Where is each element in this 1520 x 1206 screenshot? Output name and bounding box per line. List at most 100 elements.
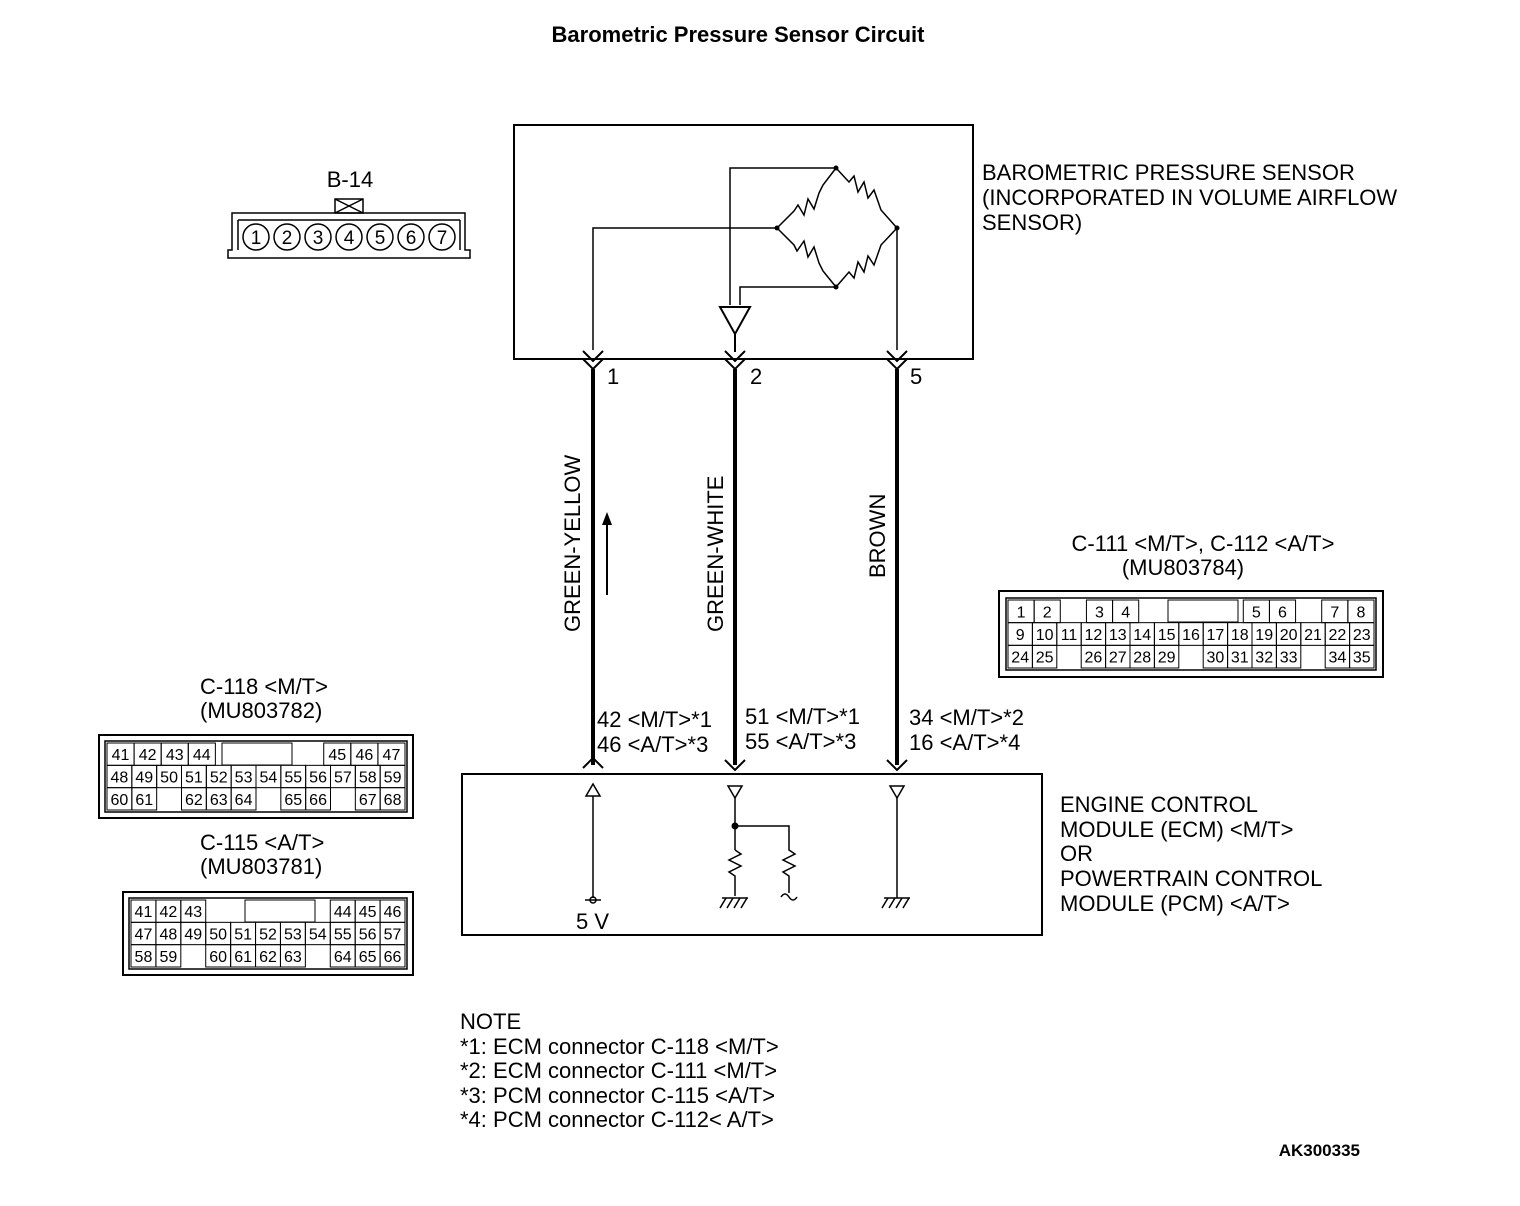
c111-pin-label: 10	[1036, 627, 1054, 644]
c115-pin-label: 61	[234, 949, 252, 966]
sensor-box	[513, 124, 974, 360]
c118-pin-label: 49	[135, 770, 153, 787]
c118-pin-label: 47	[383, 747, 401, 764]
c115-pin-label: 58	[135, 949, 153, 966]
c118-pin-label: 50	[160, 770, 178, 787]
note-line-2: *2: ECM connector C-111 <M/T>	[460, 1058, 777, 1083]
c118-pin-label: 61	[135, 792, 153, 809]
barometric-pressure-sensor: BAROMETRIC PRESSURE SENSOR (INCORPORATED…	[513, 124, 1397, 360]
ecm-pin-br-line2: 16 <A/T>*4	[909, 730, 1020, 755]
c118-pin-label: 63	[210, 792, 228, 809]
ecm-label-line2: MODULE (ECM) <M/T>	[1060, 817, 1293, 842]
c111-pin-label: 27	[1109, 650, 1127, 667]
b14-pin-label: 3	[313, 228, 324, 249]
c118-cell-61	[131, 787, 158, 811]
note-line-3: *3: PCM connector C-115 <A/T>	[460, 1083, 775, 1108]
c115-pin-label: 49	[184, 927, 202, 944]
sensor-bridge-circuit	[592, 167, 898, 350]
ecm-label-line1: ENGINE CONTROL	[1060, 792, 1258, 817]
c111-pin-label: 3	[1095, 604, 1104, 621]
c118-pin-label: 62	[185, 792, 203, 809]
sensor-label-line1: BAROMETRIC PRESSURE SENSOR	[982, 160, 1355, 185]
c111-pin-label: 8	[1356, 604, 1365, 621]
ecm-pin-gy-line2: 46 <A/T>*3	[597, 732, 708, 757]
c115-pin-label: 55	[334, 927, 352, 944]
sensor-pin-1: 1	[607, 364, 619, 389]
c118-pin-label: 64	[235, 792, 253, 809]
sensor-label-line3: SENSOR)	[982, 210, 1082, 235]
c111-cell-29	[1153, 644, 1180, 669]
connector-key-block	[1167, 599, 1239, 623]
c118-pin-label: 51	[185, 770, 203, 787]
c118-pin-label: 46	[355, 747, 373, 764]
c111-cell-25	[1031, 644, 1058, 669]
connector-c111-name: C-111 <M/T>, C-112 <A/T>	[1072, 531, 1335, 556]
c118-pin-label: 53	[235, 770, 253, 787]
c111-pin-label: 17	[1207, 627, 1225, 644]
figure-code: AK300335	[1279, 1141, 1360, 1160]
c118-pin-label: 56	[309, 770, 327, 787]
b14-pin-2	[273, 223, 301, 251]
c115-pin-label: 44	[334, 904, 352, 921]
c118-pin-label: 65	[284, 792, 302, 809]
c118-pin-label: 48	[111, 770, 129, 787]
c111-pin-label: 5	[1252, 604, 1261, 621]
c118-pin-label: 59	[384, 770, 402, 787]
c111-pin-label: 16	[1182, 627, 1200, 644]
note-block: NOTE *1: ECM connector C-118 <M/T> *2: E…	[460, 1009, 779, 1132]
engine-control-module: 5 V ENGINE CONTROL MODULE (ECM)	[461, 773, 1322, 936]
ecm-label-line4: POWERTRAIN CONTROL	[1060, 866, 1322, 891]
c111-pin-label: 13	[1109, 627, 1127, 644]
c115-pin-label: 66	[384, 949, 402, 966]
ecm-pin-br-line1: 34 <M/T>*2	[909, 705, 1024, 730]
c111-pin-label: 32	[1255, 650, 1273, 667]
ecm-pin-terminals	[582, 756, 908, 772]
c115-pin-label: 53	[284, 927, 302, 944]
c111-pin-label: 33	[1280, 650, 1298, 667]
page-title: Barometric Pressure Sensor Circuit	[552, 22, 926, 47]
b14-pin-3	[304, 223, 332, 251]
connector-c118-name: C-118 <M/T>	[200, 674, 328, 699]
b14-pin-5	[366, 223, 394, 251]
ecm-label-line5: MODULE (PCM) <A/T>	[1060, 891, 1290, 916]
c115-pin-label: 60	[209, 949, 227, 966]
c115-pin-label: 46	[384, 904, 402, 921]
c118-pin-label: 42	[139, 747, 157, 764]
ground-icon	[719, 897, 748, 909]
ecm-pin-gw-line2: 55 <A/T>*3	[745, 729, 856, 754]
connector-c111-part: (MU803784)	[1122, 555, 1244, 580]
note-line-4: *4: PCM connector C-112< A/T>	[460, 1107, 774, 1132]
ground-icon-2	[881, 897, 910, 909]
c115-cell-59	[155, 944, 182, 968]
c115-pin-label: 62	[259, 949, 277, 966]
c115-pin-label: 52	[259, 927, 277, 944]
c111-pin-label: 19	[1255, 627, 1273, 644]
c115-pin-label: 57	[384, 927, 402, 944]
connector-b14-name: B-14	[327, 167, 373, 192]
c111-pin-label: 4	[1121, 604, 1130, 621]
c111-pin-label: 15	[1158, 627, 1176, 644]
ecm-pin-gw-line1: 51 <M/T>*1	[745, 704, 860, 729]
b14-pin-label: 6	[406, 228, 417, 249]
connector-c115-name: C-115 <A/T>	[200, 830, 324, 855]
c111-pin-label: 18	[1231, 627, 1249, 644]
c111-pin-label: 35	[1353, 650, 1371, 667]
b14-pin-label: 7	[437, 228, 448, 249]
ecm-box	[461, 773, 1043, 936]
c111-pin-label: 26	[1085, 650, 1103, 667]
connector-c115-part: (MU803781)	[200, 854, 322, 879]
c118-pin-label: 60	[111, 792, 129, 809]
b14-pin-label: 5	[375, 228, 386, 249]
c115-pin-label: 47	[135, 927, 153, 944]
resistor-network	[727, 798, 798, 901]
c111-pin-label: 9	[1016, 627, 1025, 644]
sensor-label-line2: (INCORPORATED IN VOLUME AIRFLOW	[982, 185, 1397, 210]
c115-pin-label: 65	[359, 949, 377, 966]
c118-pin-label: 57	[334, 770, 352, 787]
note-line-1: *1: ECM connector C-118 <M/T>	[460, 1034, 779, 1059]
c118-cell-68	[379, 787, 406, 811]
sensor-pin-2: 2	[750, 364, 762, 389]
c111-pin-label: 34	[1329, 650, 1347, 667]
